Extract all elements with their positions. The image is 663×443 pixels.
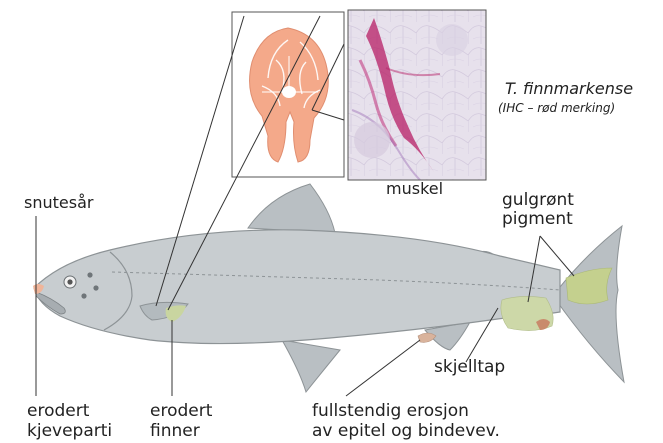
pigment-label-line1: gulgrønt xyxy=(502,191,574,210)
method-label: (IHC – rød merking) xyxy=(498,102,615,115)
jaw-label-line2: kjeveparti xyxy=(27,422,112,441)
species-label: T. finnmarkense xyxy=(505,80,633,98)
histology-inset xyxy=(348,10,486,180)
fillet-inset xyxy=(232,12,344,177)
scale-loss-spot xyxy=(418,333,436,342)
spot xyxy=(87,272,92,277)
fish-body xyxy=(34,230,560,344)
dorsal-fin xyxy=(248,184,335,233)
muscle-label: muskel xyxy=(386,180,443,198)
erosion-label-line2: av epitel og bindevev. xyxy=(312,422,500,441)
spot xyxy=(93,285,98,290)
erosion-label-line1: fullstendig erosjon xyxy=(312,402,469,421)
spot xyxy=(81,293,86,298)
scale-loss-label: skjelltap xyxy=(434,358,505,377)
fins-label-line1: erodert xyxy=(150,402,212,421)
jaw-label-line1: erodert xyxy=(27,402,89,421)
spine xyxy=(282,86,296,98)
snout-label: snutesår xyxy=(24,194,93,212)
pupil xyxy=(67,279,72,284)
pelvic-fin xyxy=(282,340,340,392)
fins-label-line2: finner xyxy=(150,422,200,441)
pigment-label-line2: pigment xyxy=(502,210,573,229)
